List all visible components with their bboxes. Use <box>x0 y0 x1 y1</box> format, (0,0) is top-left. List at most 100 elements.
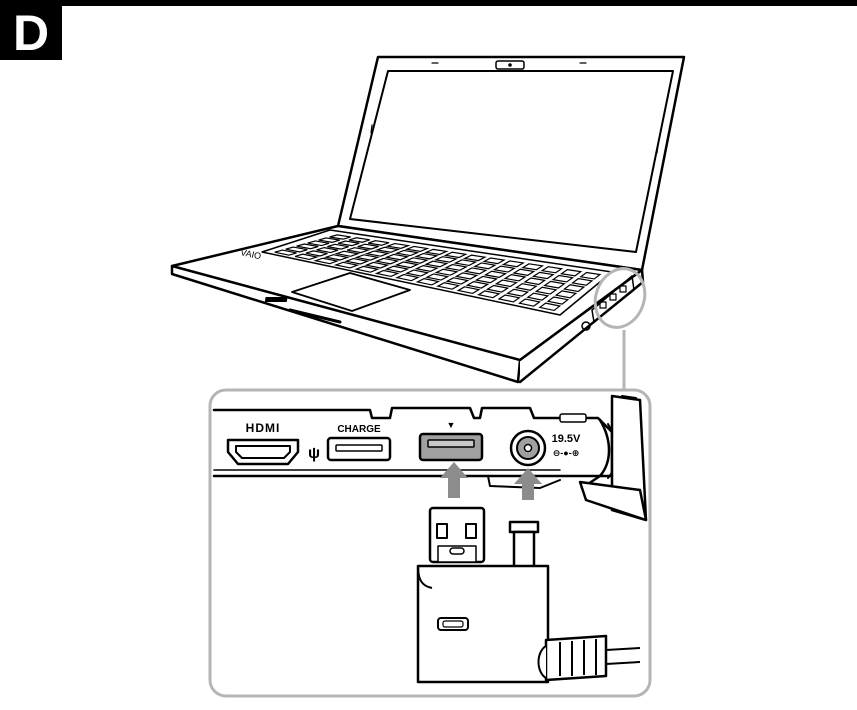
keyboard-key <box>333 261 360 269</box>
keyboard-key <box>512 268 536 276</box>
keyboard-key <box>424 260 449 268</box>
keyboard-key <box>425 273 450 281</box>
adapter-icon <box>416 564 550 684</box>
keyboard-key <box>540 266 564 274</box>
keyboard-key <box>453 259 478 267</box>
keyboard-key <box>305 250 328 257</box>
keyboard-key <box>538 302 562 312</box>
hdmi-port-icon <box>226 438 300 466</box>
keyboard-key <box>404 245 430 253</box>
dc-voltage-label: 19.5V <box>552 433 581 445</box>
keyboard-key <box>364 250 391 257</box>
keyboard-key <box>384 253 410 261</box>
usb-symbol-icon: ψ <box>308 445 320 462</box>
keyboard-key <box>477 290 501 299</box>
keyboard-key <box>357 243 379 250</box>
keyboard-key <box>354 265 380 273</box>
keyboard-key <box>329 234 351 240</box>
keyboard-key <box>445 277 470 285</box>
keyboard-key <box>343 257 370 265</box>
keyboard-key <box>414 252 439 260</box>
keyboard-key <box>346 247 371 254</box>
keyboard-key <box>394 261 420 269</box>
keyboard-key <box>526 292 550 301</box>
keyboard-key <box>318 237 341 243</box>
keyboard-key <box>521 263 545 271</box>
keyboard-key <box>368 240 390 246</box>
keyboard-key <box>506 288 530 297</box>
keyboard-key <box>348 237 371 243</box>
keyboard-key <box>534 286 558 295</box>
keyboard-key <box>404 257 430 264</box>
keyboard-key <box>482 257 506 265</box>
keyboard-key <box>374 257 400 265</box>
keyboard-key <box>462 254 487 262</box>
keyboard-key <box>474 275 499 284</box>
keyboard-key <box>531 271 555 280</box>
usb-plug-icon <box>428 506 486 564</box>
keyboard-key <box>523 277 547 286</box>
charge-usb-port-icon <box>326 436 392 462</box>
keyboard-key <box>313 257 340 265</box>
keyboard-key <box>323 254 350 261</box>
keyboard-keys <box>274 234 602 312</box>
keyboard-key <box>334 250 361 257</box>
keyboard-key <box>316 246 339 254</box>
webcam-icon <box>495 60 525 70</box>
keyboard-key <box>434 268 459 276</box>
insert-arrow-icon <box>514 468 542 500</box>
keyboard-key <box>465 281 490 289</box>
keyboard-key <box>463 267 488 275</box>
keyboard-key <box>294 253 320 261</box>
keyboard-key <box>307 240 330 247</box>
keyboard-key <box>433 256 459 263</box>
keyboard-key <box>514 283 538 291</box>
keyboard-key <box>579 271 602 280</box>
cable-icon <box>537 634 641 682</box>
svg-text:VAIO: VAIO <box>240 247 262 261</box>
hdmi-label: HDMI <box>246 421 281 435</box>
keyboard-key <box>296 243 319 250</box>
keyboard-key <box>374 269 400 278</box>
dc-in-port-icon <box>509 429 547 467</box>
keyboard-key <box>554 290 578 299</box>
keyboard-key <box>414 265 440 273</box>
keyboard-key <box>546 296 570 305</box>
keyboard-key <box>327 243 349 250</box>
keyboard-key <box>404 269 430 277</box>
keyboard-key <box>483 270 508 279</box>
keyboard-key <box>274 249 297 256</box>
keyboard-key <box>497 294 521 303</box>
keyboard-key <box>424 248 449 256</box>
insert-arrow-icon <box>440 462 468 498</box>
keyboard-key <box>503 274 527 282</box>
laptop-illustration: VAIO <box>170 55 686 384</box>
callout-ring <box>593 267 647 329</box>
keyboard-key <box>517 298 541 307</box>
port-closeup <box>212 394 648 522</box>
keyboard-key <box>337 240 360 247</box>
keyboard-key <box>443 251 468 259</box>
step-badge: D <box>0 6 62 60</box>
keyboard-key <box>374 246 401 253</box>
keyboard-key <box>354 254 380 261</box>
keyboard-key <box>492 265 517 273</box>
usb-port-icon <box>418 432 484 462</box>
keyboard-key <box>551 274 575 283</box>
keyboard-key <box>364 261 390 269</box>
keyboard-key <box>473 262 497 270</box>
keyboard-key <box>395 273 420 282</box>
keyboard-key <box>285 246 308 253</box>
keyboard-key <box>501 260 525 268</box>
keyboard-key <box>436 282 461 290</box>
top-rule <box>0 0 857 6</box>
keyboard-key <box>394 249 420 257</box>
keyboard-key <box>485 284 510 293</box>
keyboard-key <box>456 286 481 295</box>
dc-plug-icon <box>508 520 540 570</box>
keyboard-key <box>384 265 410 273</box>
keyboard-key <box>454 272 479 280</box>
charge-label: CHARGE <box>337 424 381 435</box>
keyboard-key <box>494 279 518 288</box>
